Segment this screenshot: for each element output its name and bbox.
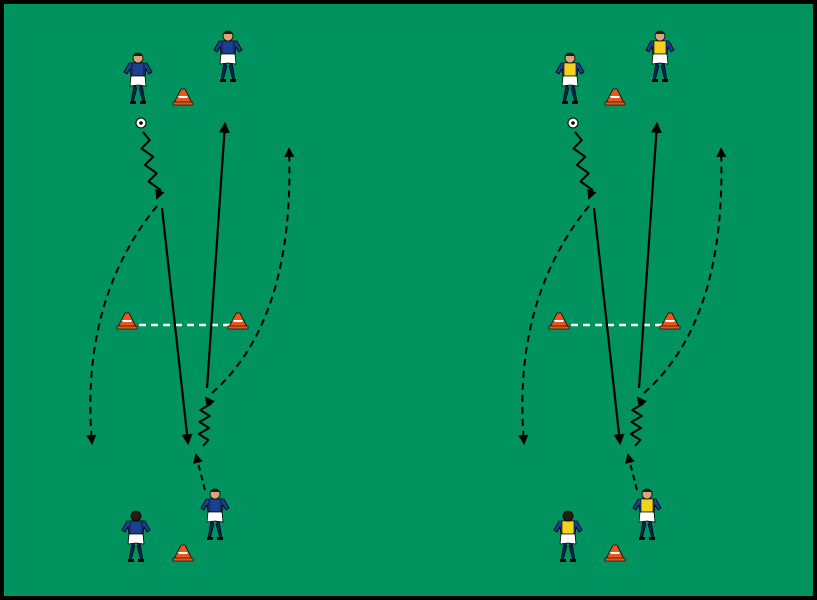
player-icon [213, 30, 243, 82]
player-icon [121, 510, 151, 562]
dribble-arrow [140, 131, 165, 200]
pass-arrow [205, 121, 230, 389]
run-arrow [86, 205, 158, 445]
pass-arrow [160, 207, 193, 446]
run-arrow [193, 453, 206, 491]
ball-icon [567, 117, 579, 129]
run-arrow [643, 147, 727, 394]
player-icon [200, 488, 230, 540]
player-icon [555, 52, 585, 104]
pass-arrow [592, 207, 625, 446]
left-group [86, 30, 295, 562]
player-icon [645, 30, 675, 82]
pass-arrow [637, 121, 662, 389]
dribble-arrow [197, 396, 215, 447]
run-arrow [211, 147, 295, 394]
dribble-arrow [572, 131, 597, 200]
right-group [518, 30, 727, 562]
pitch [4, 4, 813, 596]
player-icon [123, 52, 153, 104]
run-arrow [625, 453, 638, 491]
player-icon [553, 510, 583, 562]
player-icon [632, 488, 662, 540]
dribble-arrow [629, 396, 647, 447]
ball-icon [135, 117, 147, 129]
run-arrow [518, 205, 590, 445]
